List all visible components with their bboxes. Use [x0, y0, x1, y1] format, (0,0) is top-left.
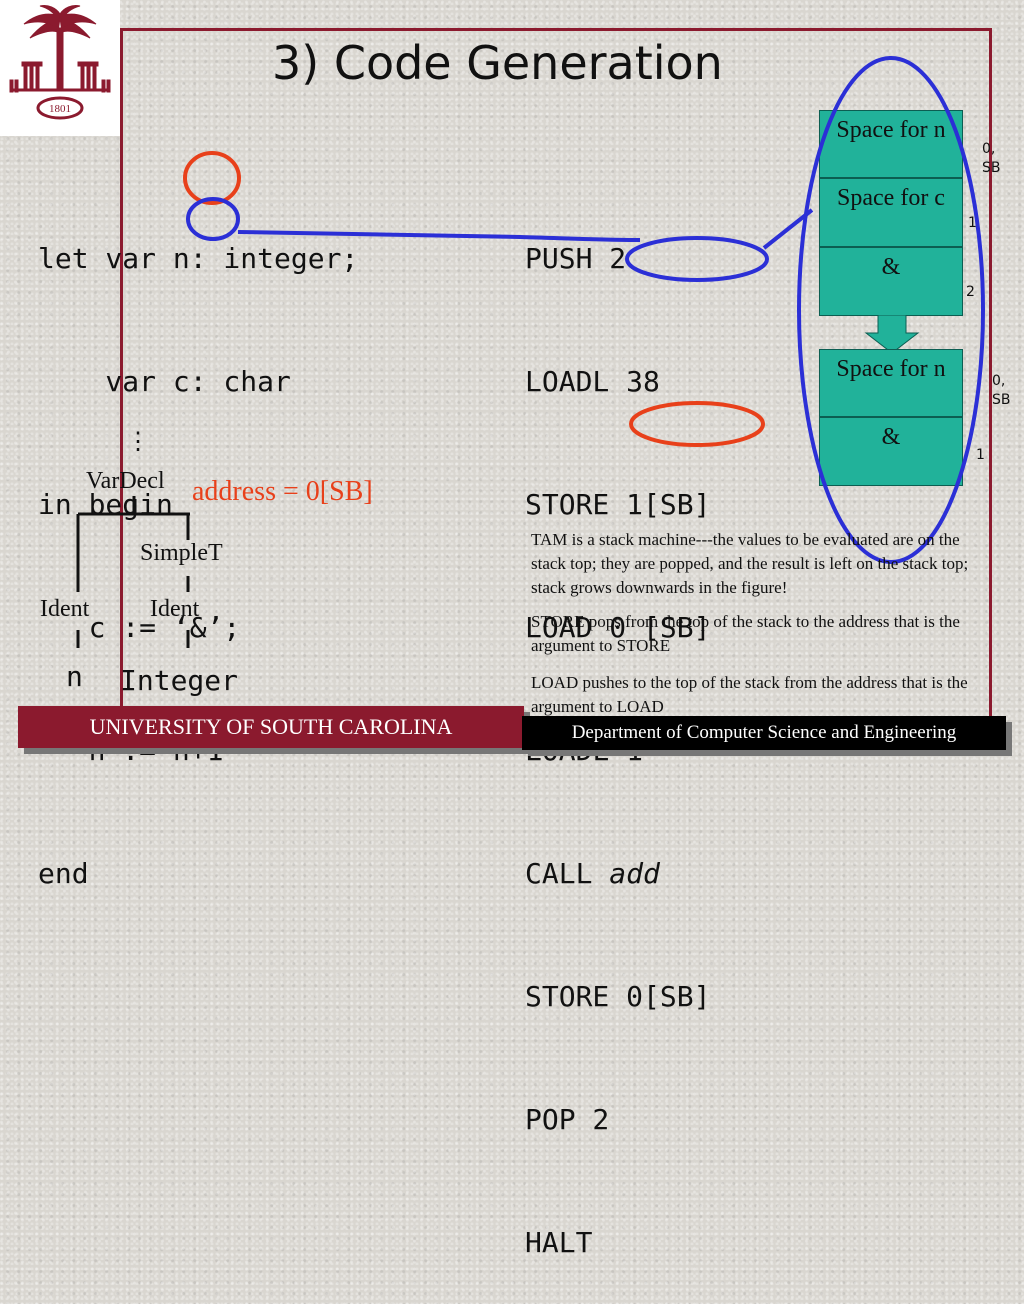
- tam-line: LOAD 0 [SB]: [525, 611, 711, 644]
- department-footer: Department of Computer Science and Engin…: [522, 716, 1006, 750]
- note-load: LOAD pushes to the top of the stack from…: [531, 673, 968, 716]
- usc-logo: 1801: [0, 0, 120, 136]
- connector-line: [237, 230, 641, 242]
- stack-index-label: 2: [966, 284, 975, 300]
- tam-line: STORE 0[SB]: [525, 980, 711, 1013]
- palmetto-logo-icon: 1801: [9, 5, 111, 120]
- tam-call-target: add: [609, 857, 660, 890]
- slide-frame-top: [120, 28, 992, 31]
- stack-after: Space for n &: [819, 349, 963, 486]
- source-line: c := ‘&’;: [38, 611, 241, 644]
- tam-call-op: CALL: [525, 857, 610, 890]
- ast-leaf-n: n: [66, 660, 83, 693]
- stack-cell-amp: &: [819, 247, 963, 316]
- ast-tree-lines: [76, 496, 190, 648]
- circle-stack: [797, 56, 985, 564]
- source-line: end: [38, 857, 89, 890]
- circle-store-1: [625, 236, 769, 282]
- tam-line: LOADL 38: [525, 365, 660, 398]
- slide-frame-right: [989, 28, 992, 718]
- ast-ident-right: Ident: [150, 596, 200, 622]
- circle-var-c: [186, 197, 240, 241]
- stack-index-label: 1: [968, 215, 977, 231]
- source-line: let var n: integer;: [38, 242, 359, 275]
- ast-ident-left: Ident: [40, 596, 90, 622]
- stack-cell-n: Space for n: [819, 110, 963, 178]
- ast-simplet: SimpleT: [140, 540, 223, 566]
- stack-cell-c: Space for c: [819, 178, 963, 247]
- university-footer: UNIVERSITY OF SOUTH CAROLINA: [18, 706, 524, 748]
- stack-index-label: 0, SB: [982, 141, 1001, 176]
- stack-index-label: 0, SB: [992, 373, 1011, 408]
- stack-index-label: 1: [976, 447, 985, 463]
- highlight-overlay: [183, 56, 985, 564]
- ast-vardecl: VarDecl: [86, 468, 165, 494]
- ast-leaf-integer: Integer: [120, 664, 239, 697]
- slide-frame-left: [120, 28, 123, 708]
- circle-store-0: [629, 401, 765, 447]
- ast-address-label: address = 0[SB]: [192, 476, 373, 507]
- note-store: STORE pops from the top of the stack to …: [531, 612, 960, 655]
- note-tam: TAM is a stack machine---the values to b…: [531, 530, 969, 597]
- stack-before: Space for n Space for c &: [819, 110, 963, 316]
- department-name: Department of Computer Science and Engin…: [571, 722, 957, 743]
- tam-line: STORE 1[SB]: [525, 488, 711, 521]
- tam-line: HALT: [525, 1226, 593, 1259]
- circle-var-n: [183, 151, 241, 205]
- stack-cell-n: Space for n: [819, 349, 963, 417]
- down-arrow-icon: [864, 315, 920, 354]
- source-line: var c: char: [38, 365, 291, 398]
- svg-text:1801: 1801: [49, 103, 71, 115]
- stack-cell-amp: &: [819, 417, 963, 486]
- university-name: UNIVERSITY OF SOUTH CAROLINA: [89, 714, 453, 739]
- ast-ellipsis: ⋮: [126, 429, 150, 455]
- tam-line: PUSH 2: [525, 242, 627, 275]
- tam-line: POP 2: [525, 1103, 610, 1136]
- tam-line: CALL add: [525, 853, 710, 894]
- slide-title: 3) Code Generation: [272, 36, 723, 90]
